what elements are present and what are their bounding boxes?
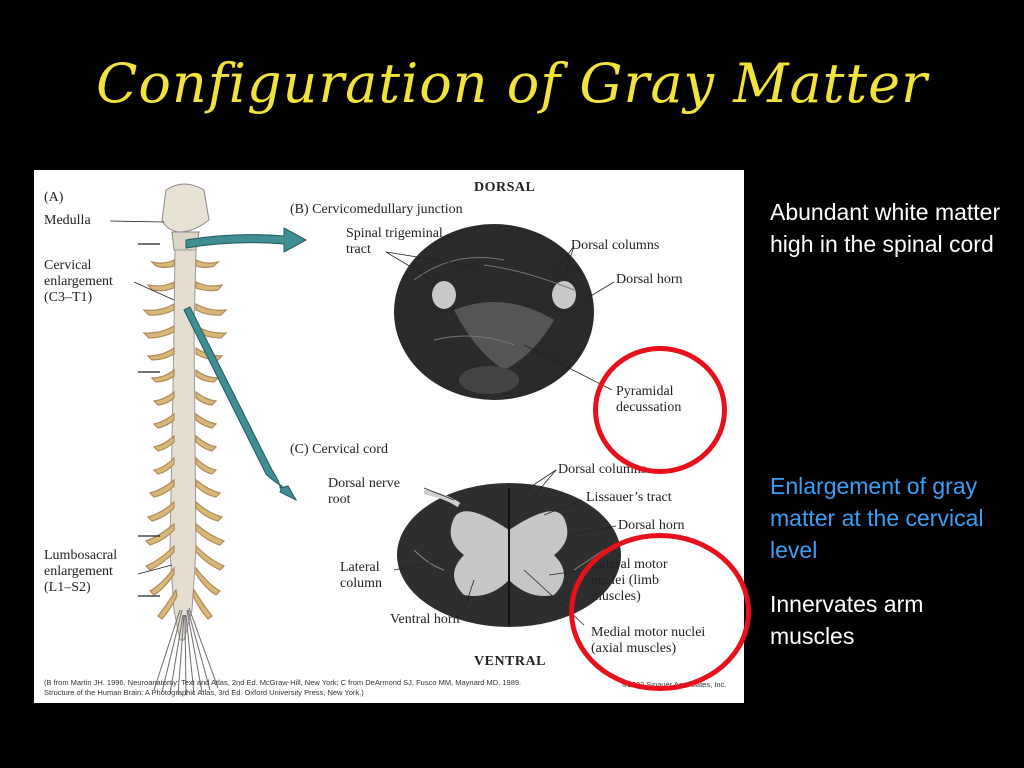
point-gray-matter-enlargement: Enlargement of gray matter at the cervic…: [770, 473, 984, 563]
point-white-matter: Abundant white matter high in the spinal…: [770, 199, 1001, 257]
medulla-label: Medulla: [44, 213, 91, 228]
ventral-label: VENTRAL: [474, 654, 546, 669]
ventral-horn-label: Ventral horn: [390, 612, 460, 627]
dorsal-horn-c-label: Dorsal horn: [618, 518, 685, 533]
dorsal-columns-b-label: Dorsal columns: [571, 238, 660, 253]
figure-drawing: [109, 183, 621, 696]
panel-b-leaders: [385, 245, 615, 391]
cervicomedullary-section: [394, 224, 594, 400]
spinal-cord-illustration: [109, 183, 228, 696]
slide-title: Configuration of Gray Matter: [96, 52, 928, 115]
cervical-cord-section: [397, 483, 621, 627]
spinal-trigeminal-tract-label: Spinal trigeminal tract: [346, 226, 443, 257]
panel-c-label: (C) Cervical cord: [290, 442, 388, 457]
cervical-enlargement-label: Cervical enlargement (C3–T1): [44, 258, 113, 305]
panel-b-label: (B) Cervicomedullary junction: [290, 202, 463, 217]
teal-arrows: [183, 227, 308, 502]
lissauers-tract-label: Lissauer’s tract: [586, 490, 672, 505]
dorsal-label: DORSAL: [474, 180, 536, 195]
panel-c-leaders: [393, 469, 617, 626]
highlight-circle-pyramidal: [593, 346, 727, 474]
credit-line-1: (B from Martin JH. 1996. Neuroanatomy: T…: [44, 678, 522, 687]
lumbosacral-enlargement-label: Lumbosacral enlargement (L1–S2): [44, 548, 118, 595]
dorsal-horn-b-label: Dorsal horn: [616, 272, 683, 287]
panel-a-label: (A): [44, 190, 64, 205]
lateral-column-label: Lateral column: [340, 560, 382, 591]
figure-credit: (B from Martin JH. 1996. Neuroanatomy: T…: [44, 678, 744, 698]
dorsal-nerve-root-label: Dorsal nerve root: [328, 476, 400, 507]
credit-line-2: Structure of the Human Brain: A Photogra…: [44, 688, 364, 697]
highlight-circle-motor-nuclei: [569, 533, 751, 691]
point-innervates-arm: Innervates arm muscles: [770, 591, 924, 649]
